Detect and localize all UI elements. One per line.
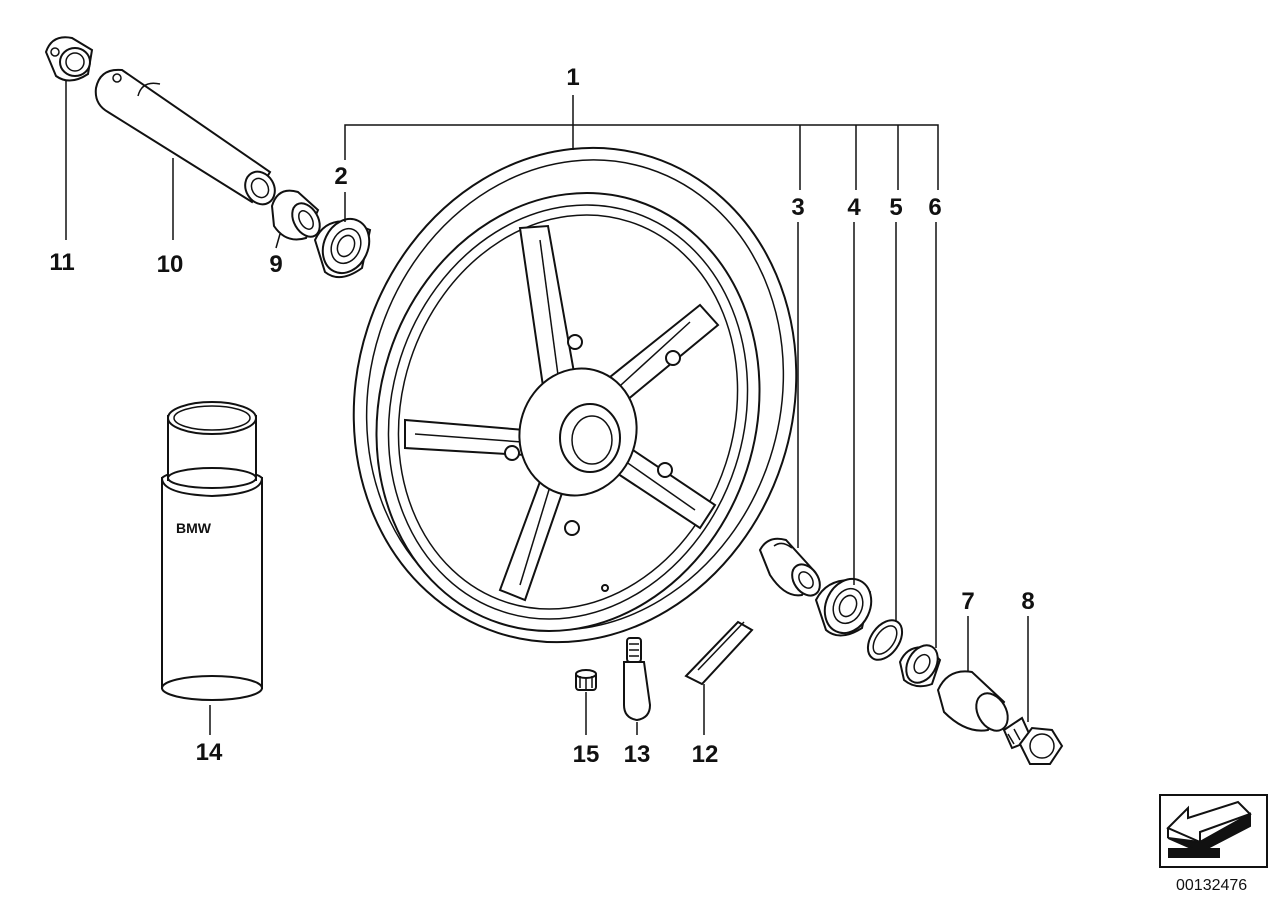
front-wheel-rim[interactable] — [290, 90, 859, 700]
callout-14: 14 — [196, 739, 223, 766]
callout-9: 9 — [269, 251, 282, 278]
orientation-arrow-box — [1159, 794, 1268, 868]
axle-part-10[interactable] — [94, 68, 281, 210]
circlip-part-5[interactable] — [861, 614, 909, 666]
callout-10: 10 — [157, 251, 184, 278]
callout-15: 15 — [573, 741, 600, 768]
callout-8: 8 — [1021, 588, 1034, 615]
document-number: 00132476 — [1176, 877, 1247, 894]
callout-12: 12 — [692, 741, 719, 768]
callout-4: 4 — [847, 194, 861, 221]
callout-3: 3 — [791, 194, 804, 221]
leader-lines — [65, 80, 1029, 735]
can-brand-label: BMW — [176, 520, 212, 536]
callout-5: 5 — [889, 194, 902, 221]
seal-ring-part-6[interactable] — [898, 640, 944, 689]
bearing-part-4[interactable] — [814, 571, 880, 640]
spacer-sleeve-part-11[interactable] — [44, 36, 94, 82]
callout-2: 2 — [334, 163, 347, 190]
callout-11: 11 — [49, 249, 74, 276]
bushing-part-9[interactable] — [270, 189, 325, 242]
tire-valve-part-13[interactable] — [623, 637, 652, 722]
lubricant-spray-can-part-14[interactable]: BMW — [160, 401, 264, 701]
callout-1: 1 — [566, 64, 579, 91]
sleeve-part-3[interactable] — [758, 537, 826, 601]
callout-numbers: 1 2 3 4 5 6 7 8 9 10 11 12 13 14 15 — [49, 64, 1034, 768]
callout-13: 13 — [624, 741, 651, 768]
bolt-part-8[interactable] — [1002, 716, 1064, 765]
direction-arrow-icon — [1166, 800, 1252, 858]
callout-6: 6 — [928, 194, 941, 221]
balance-weight-part-12[interactable] — [684, 620, 754, 686]
spacer-part-7[interactable] — [936, 670, 1014, 736]
valve-cap-part-15[interactable] — [575, 669, 597, 691]
callout-7: 7 — [961, 588, 974, 615]
bearing-part-2[interactable] — [313, 211, 378, 280]
